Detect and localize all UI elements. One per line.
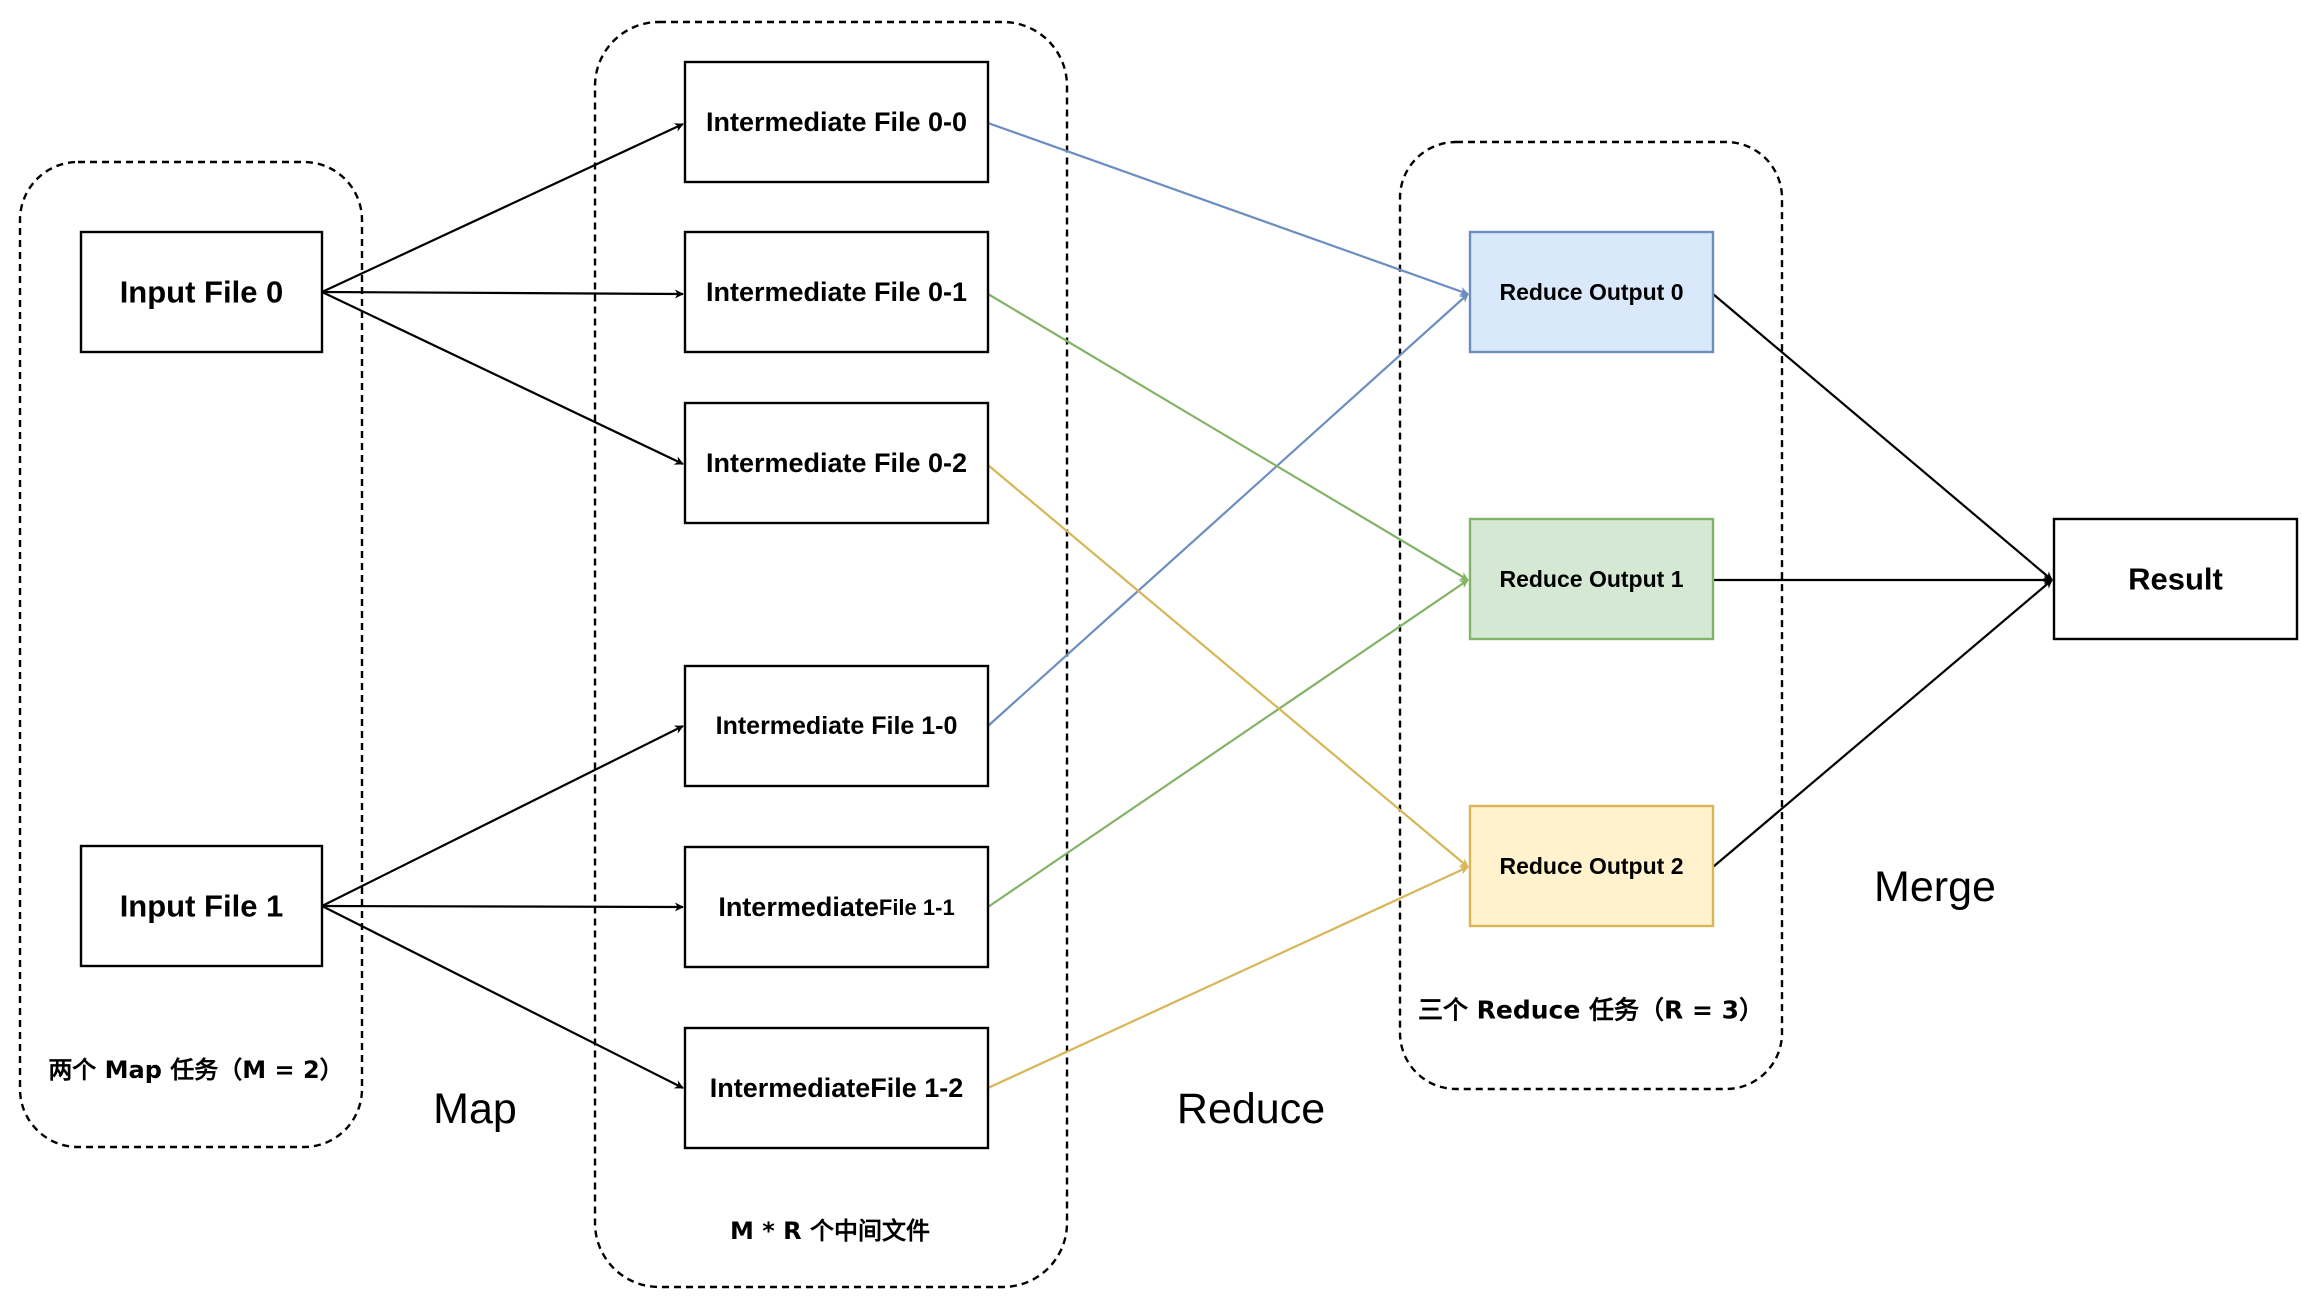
edge-in1-f10	[321, 725, 684, 907]
reduce-output-0-node: Reduce Output 0	[1468, 230, 1715, 354]
input-file-1-label: Input File 1	[120, 889, 284, 924]
edge-f01-r1	[987, 293, 1469, 581]
intermediate-file-1-1-label-main: Intermediate	[718, 892, 879, 922]
edge-f12-r2	[987, 866, 1469, 1089]
reduce-output-2-node: Reduce Output 2	[1468, 804, 1715, 928]
intermediate-file-0-2-label: Intermediate File 0-2	[706, 448, 967, 478]
intermediate-file-1-2-node: IntermediateFile 1-2	[683, 1026, 990, 1150]
edge-r0-result	[1712, 293, 2053, 581]
reduce-stage-label: Reduce	[1177, 1085, 1325, 1133]
intermediate-file-1-2-label: IntermediateFile 1-2	[710, 1073, 964, 1103]
intermediate-file-0-0-node: Intermediate File 0-0	[683, 60, 990, 184]
reduce-output-0-label: Reduce Output 0	[1499, 279, 1683, 305]
intermediate-file-0-2-node: Intermediate File 0-2	[683, 401, 990, 525]
reduce-output-2-label: Reduce Output 2	[1499, 853, 1683, 879]
intermediate-file-1-1-label-small: File 1-1	[879, 895, 955, 920]
map-tasks-caption: 两个 Map 任务（M = 2）	[48, 1056, 343, 1084]
input-file-0-node: Input File 0	[79, 230, 324, 354]
edge-f11-r1	[987, 579, 1469, 908]
intermediate-file-0-1-label: Intermediate File 0-1	[706, 277, 967, 307]
reduce-tasks-group	[1398, 140, 1784, 1091]
intermediate-file-0-0-label: Intermediate File 0-0	[706, 107, 967, 137]
intermediate-file-1-0-label: Intermediate File 1-0	[716, 712, 958, 740]
intermediate-file-1-0-node: Intermediate File 1-0	[683, 664, 990, 788]
edge-in0-f01	[321, 289, 684, 299]
edge-in0-f00	[321, 123, 684, 293]
edge-in1-f11	[321, 902, 684, 912]
edge-f10-r0	[987, 293, 1469, 727]
intermediate-file-1-1-node: IntermediateFile 1-1	[683, 845, 990, 969]
edge-in0-f02	[321, 291, 684, 465]
intermediate-files-caption: M * R 个中间文件	[730, 1217, 930, 1245]
input-file-1-node: Input File 1	[79, 844, 324, 968]
intermediate-file-0-1-node: Intermediate File 0-1	[683, 230, 990, 354]
edge-f00-r0	[987, 121, 1469, 296]
result-label: Result	[2128, 562, 2223, 597]
map-stage-label: Map	[433, 1085, 517, 1133]
intermediate-file-1-1-label: IntermediateFile 1-1	[718, 892, 954, 922]
edge-r2-result	[1712, 579, 2053, 868]
reduce-output-1-node: Reduce Output 1	[1468, 517, 1715, 641]
reduce-tasks-caption: 三个 Reduce 任务（R = 3）	[1418, 996, 1764, 1025]
merge-stage-label: Merge	[1874, 863, 1996, 911]
edge-f02-r2	[987, 464, 1469, 868]
edge-in1-f12	[321, 905, 684, 1089]
result-node: Result	[2052, 517, 2299, 641]
map-tasks-group	[18, 160, 364, 1149]
reduce-output-1-label: Reduce Output 1	[1499, 566, 1683, 592]
input-file-0-label: Input File 0	[120, 275, 284, 310]
